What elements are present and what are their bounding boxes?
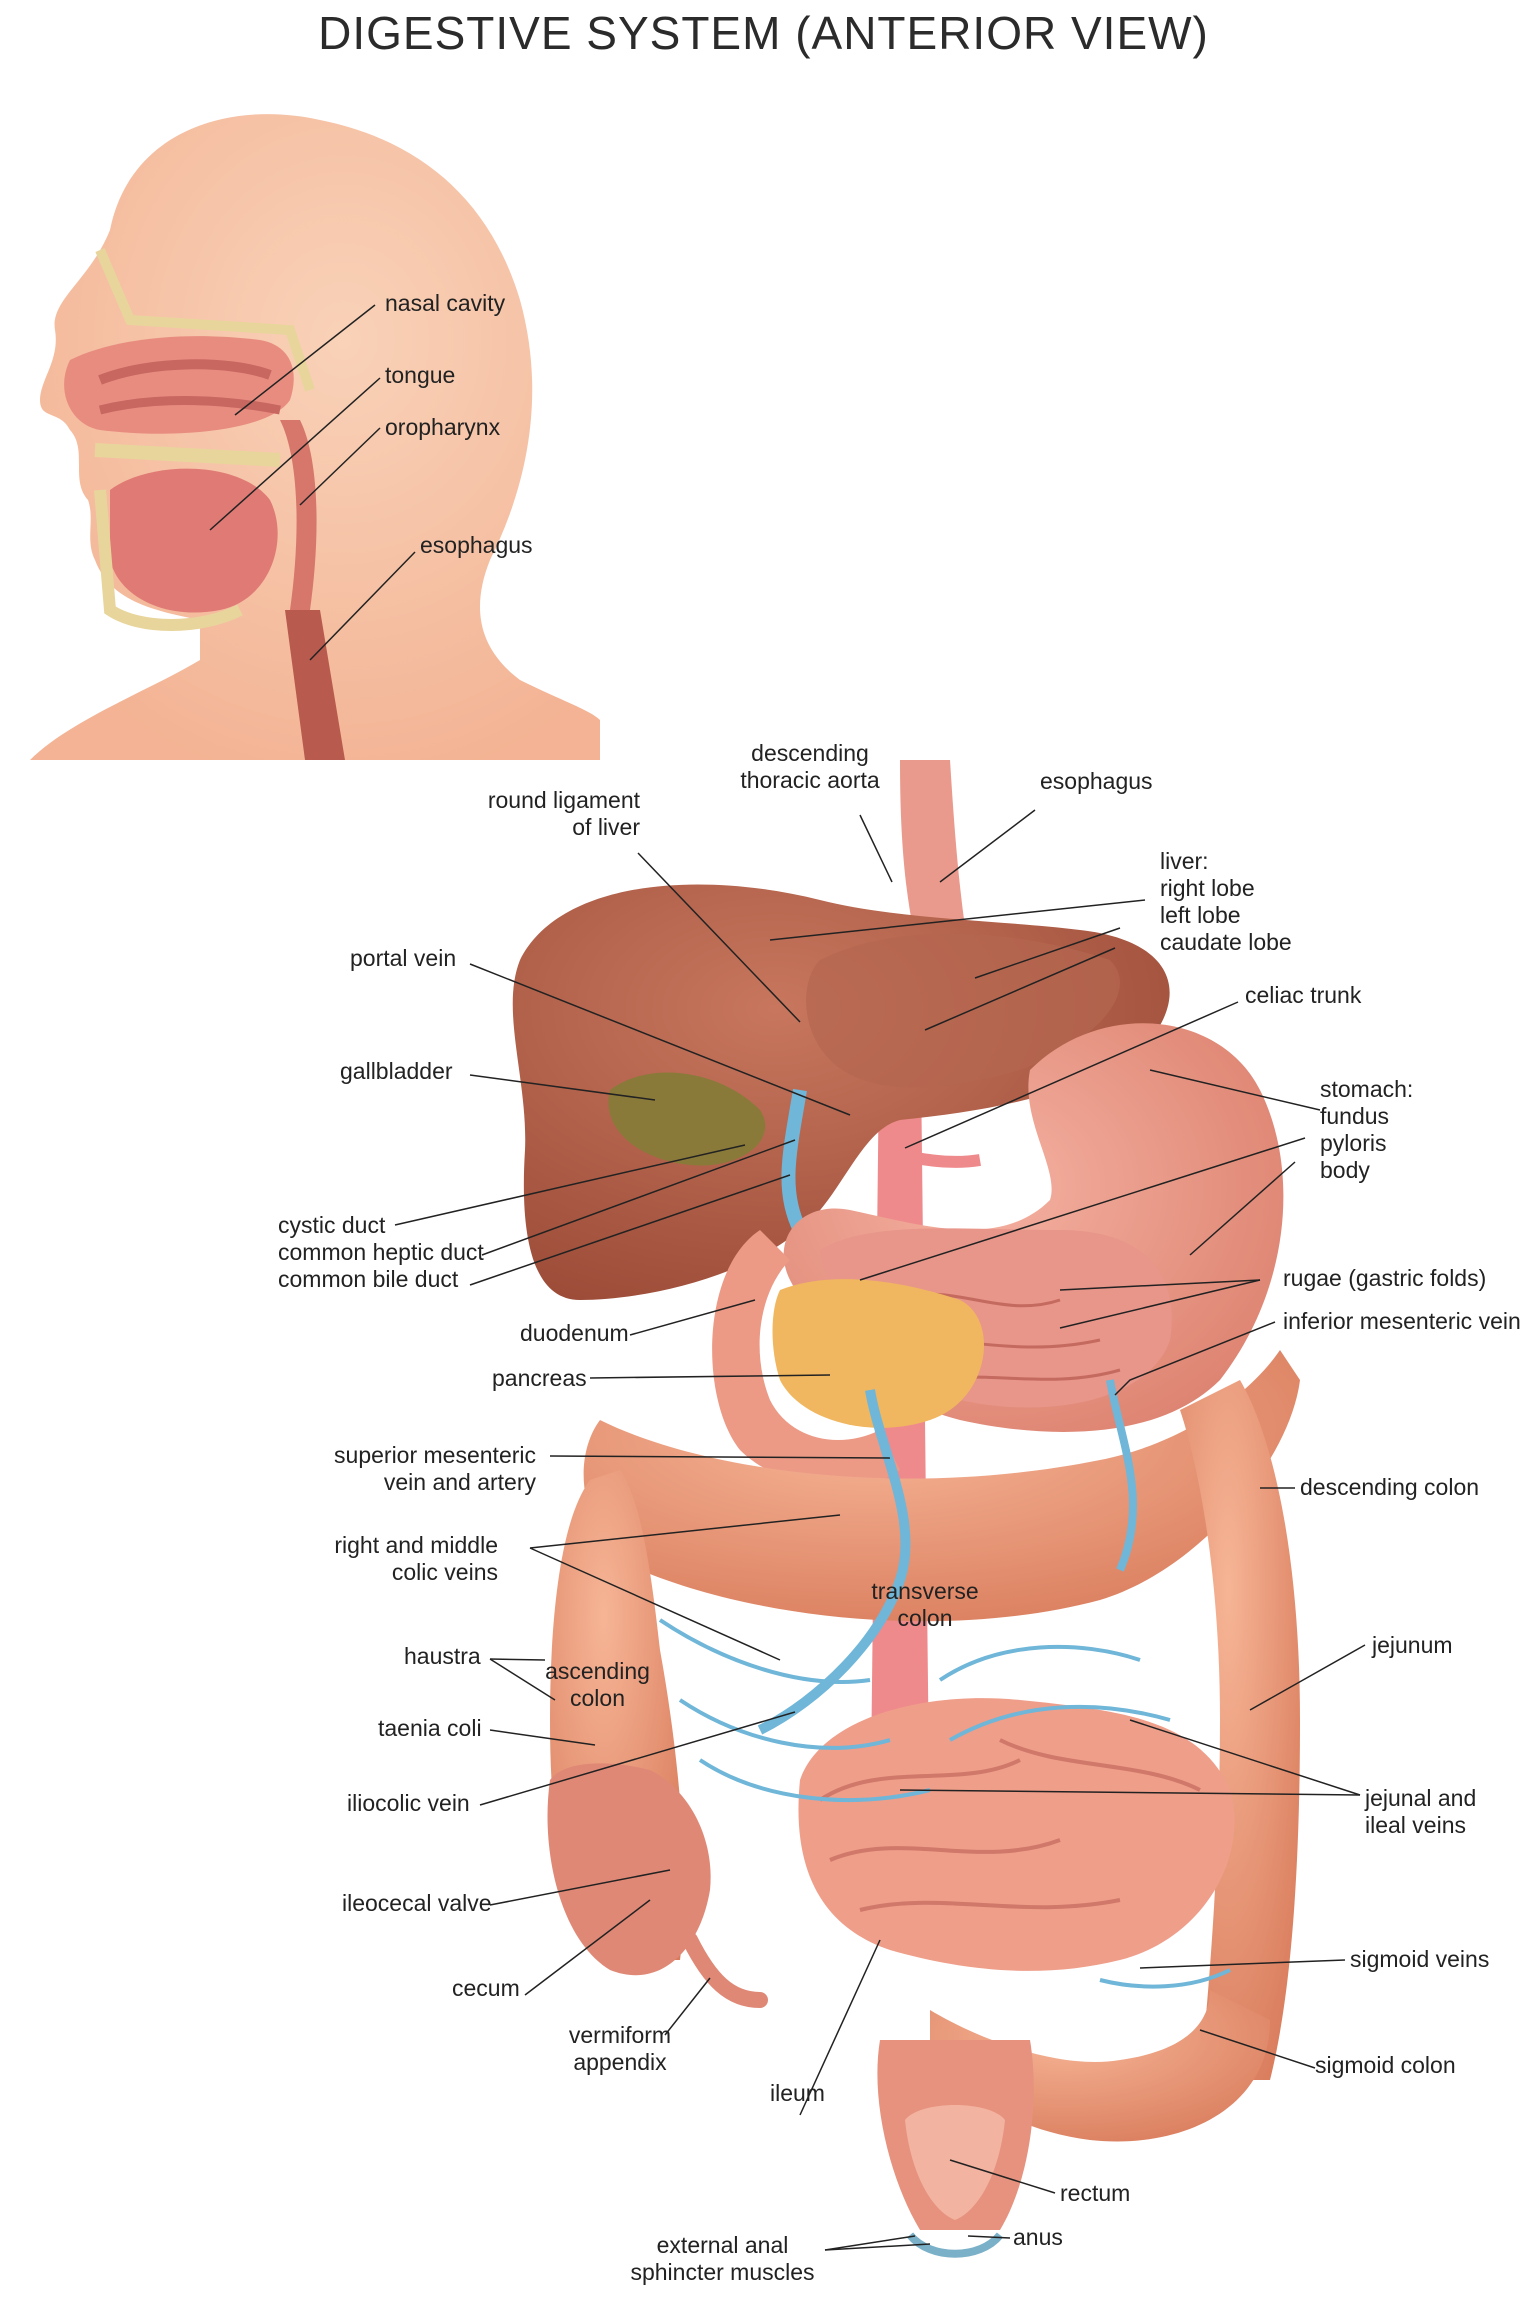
label-celiac-trunk: celiac trunk [1245,982,1362,1008]
label-esophagus-head: esophagus [420,532,533,558]
label-descending-colon: descending colon [1300,1474,1480,1500]
label-inferior-mesenteric-vein: inferior mesenteric vein [1283,1308,1521,1334]
page-title: DIGESTIVE SYSTEM (ANTERIOR VIEW) [318,7,1209,59]
liver-left-lobe [806,933,1120,1088]
skull-bone [95,248,315,392]
appendix-shape [682,1932,768,2008]
palate-bone [94,443,281,467]
celiac-trunk [878,1144,981,1168]
label-duodenum: duodenum [520,1320,629,1346]
small-intestine-loops [818,1738,1201,1912]
label-ileocecal-valve: ileocecal valve [342,1890,492,1916]
pancreas-shape [772,1279,984,1428]
nasal-cavity-shape [64,336,294,434]
jaw-bone [94,489,243,631]
leader-lines [209,304,1366,2251]
label-rectum: rectum [1060,2180,1131,2206]
small-intestine [798,1698,1235,1971]
inferior-mesenteric-vein [1106,1379,1137,1572]
torso-illustration [512,760,1300,2258]
label-rugae: rugae (gastric folds) [1283,1265,1487,1291]
label-anus: anus [1013,2224,1063,2250]
descending-colon [1180,1380,1300,2080]
label-cecum: cecum [452,1975,520,2001]
label-pancreas: pancreas [492,1365,587,1391]
jejunal-vein-arcade [938,1644,1231,1989]
label-jejunum: jejunum [1372,1632,1453,1658]
label-esophagus-torso: esophagus [1040,768,1153,794]
label-haustra: haustra [404,1643,481,1669]
turbinates-2 [98,396,281,415]
label-oropharynx: oropharynx [385,414,501,440]
label-nasal-cavity: nasal cavity [385,290,506,316]
label-ileum: ileum [770,2080,825,2106]
esophagus-neck [285,610,345,760]
duodenum-shape [712,1230,900,1488]
label-gallbladder: gallbladder [340,1058,453,1084]
gallbladder-shape [608,1072,766,1166]
label-iliocolic-vein: iliocolic vein [347,1790,470,1816]
label-tongue: tongue [385,362,456,388]
esophagus-tube [900,760,970,960]
label-sigmoid-veins: sigmoid veins [1350,1946,1490,1972]
turbinates [98,359,272,385]
portal-vein [781,1088,807,1234]
tongue-shape [110,468,278,613]
oropharynx-shape [280,420,317,610]
rectum-interior [905,2105,1005,2220]
transverse-colon [583,1350,1300,1622]
label-sigmoid-colon: sigmoid colon [1315,2052,1456,2078]
cecum-shape [547,1763,711,1976]
label-portal-vein: portal vein [350,945,457,971]
superior-mesenteric-vein [757,1389,911,1735]
label-taenia-coli: taenia coli [378,1715,482,1741]
anal-sphincter [906,2232,1004,2258]
colic-vein-arcade [658,1618,931,1802]
